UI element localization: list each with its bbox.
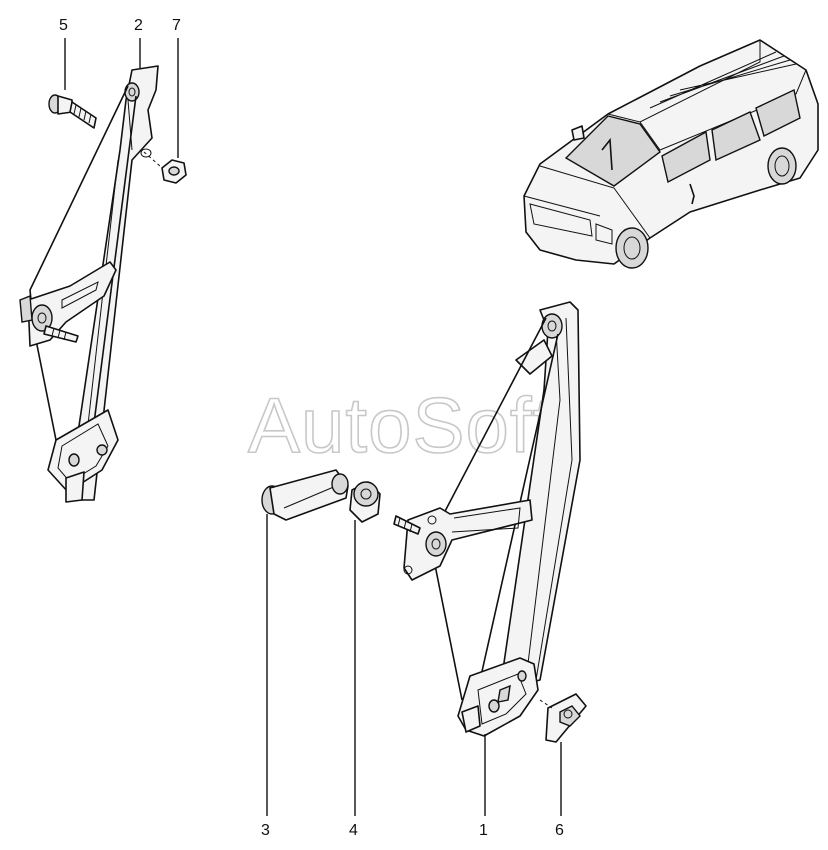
- callout-2: 2: [134, 17, 143, 34]
- watermark-text: AutoSoft: [248, 381, 555, 469]
- callout-6: 6: [555, 822, 564, 839]
- part-4-bushing[interactable]: [349, 481, 381, 523]
- part-6-clip[interactable]: [539, 693, 587, 743]
- callout-7: 7: [172, 17, 181, 34]
- callout-3: 3: [261, 822, 270, 839]
- callout-5: 5: [59, 17, 68, 34]
- car-illustration: [523, 39, 819, 269]
- part-3-crank-handle[interactable]: [261, 469, 349, 521]
- part-1-window-regulator[interactable]: [393, 301, 581, 737]
- part-2-window-regulator[interactable]: [19, 65, 159, 503]
- part-5-bolt[interactable]: [48, 94, 97, 129]
- part-7-nut[interactable]: [140, 148, 187, 184]
- callout-1: 1: [479, 822, 488, 839]
- callout-4: 4: [349, 822, 358, 839]
